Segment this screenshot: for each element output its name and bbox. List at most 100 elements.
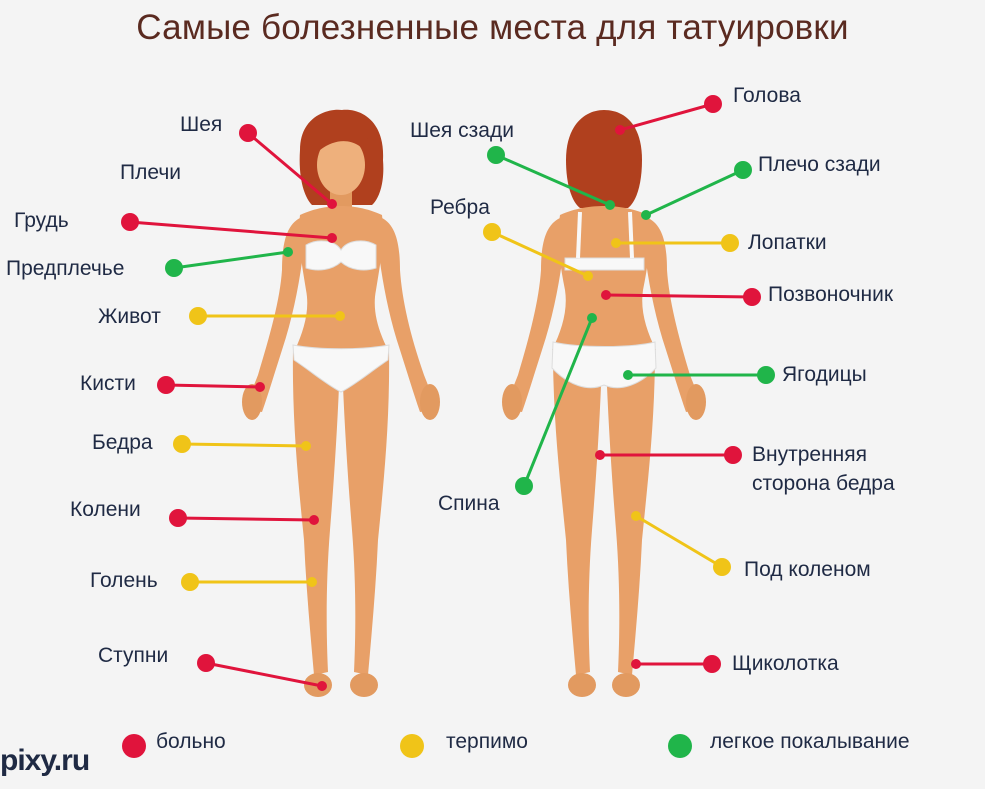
pointer-dot-back-shoulder (734, 161, 752, 179)
label-chest: Грудь (14, 209, 69, 232)
legend-dot-light (668, 734, 692, 758)
pointer-end-feet (317, 681, 327, 691)
back-hand-right (686, 384, 706, 420)
front-face (317, 135, 365, 195)
front-leg-right (342, 350, 390, 675)
pointer-line-thighs (181, 442, 307, 448)
pointer-dot-chest (121, 213, 139, 231)
front-figure (242, 109, 440, 697)
pointer-end-ribs (583, 271, 593, 281)
pointer-dot-forearm (165, 259, 183, 277)
pointer-line-back-shoulder (645, 168, 744, 217)
pointer-line-feet (205, 661, 323, 688)
front-hair-bangs (313, 119, 371, 158)
label-back-neck: Шея сзади (410, 119, 514, 142)
pointer-dot-spine (743, 288, 761, 306)
back-figure (502, 110, 706, 697)
pointer-line-neck (247, 131, 333, 206)
label-knees: Колени (70, 498, 141, 521)
label-forearm: Предплечье (6, 257, 125, 280)
pointer-end-wrists (255, 382, 265, 392)
front-hand-left (242, 384, 262, 420)
back-torso (552, 206, 656, 350)
brand-logo: pixy.ru (0, 744, 90, 777)
pointer-dot-back-neck (487, 146, 505, 164)
pointer-line-knees (177, 516, 315, 522)
pointer-line-spine (605, 293, 753, 299)
label-buttocks: Ягодицы (782, 363, 867, 386)
back-leg-left (553, 350, 602, 675)
back-bra-strap-left (576, 211, 582, 259)
pointer-end-thighs (301, 441, 311, 451)
back-hand-left (502, 384, 522, 420)
pointer-dot-wrists (157, 376, 175, 394)
label-inner-thigh-1: Внутренняя (752, 443, 868, 466)
back-foot-right (612, 673, 640, 697)
pointer-end-head (615, 125, 625, 135)
pointer-dot-feet (197, 654, 215, 672)
pointer-end-belly (335, 311, 345, 321)
pointer-line-ribs (491, 230, 589, 278)
label-shoulders: Плечи (120, 161, 182, 184)
pointer-dot-shin (181, 573, 199, 591)
label-feet: Ступни (98, 644, 169, 667)
label-shoulder-blades: Лопатки (748, 231, 827, 254)
pointer-end-neck (327, 199, 337, 209)
pointer-lines (121, 95, 775, 691)
pointer-dot-ribs (483, 223, 501, 241)
front-bra (305, 240, 377, 271)
pointer-line-back-neck (495, 153, 611, 207)
pointer-dot-back (515, 477, 533, 495)
pointer-dot-buttocks (757, 366, 775, 384)
pointer-line-behind-knee (635, 514, 723, 569)
pointer-end-spine (601, 290, 611, 300)
front-foot-right (350, 673, 378, 697)
pointer-dot-knees (169, 509, 187, 527)
legend-label-tolerable: терпимо (446, 730, 528, 753)
back-bra-strap (564, 257, 645, 271)
label-thighs: Бедра (92, 431, 153, 454)
label-spine: Позвоночник (768, 283, 894, 306)
back-bra-strap-right (628, 211, 634, 259)
pointer-line-back (522, 317, 594, 487)
pointer-end-knees (309, 515, 319, 525)
pointer-dot-neck (239, 124, 257, 142)
back-leg-right (606, 350, 655, 675)
back-arm-left (509, 218, 562, 412)
pointer-end-shoulder-blades (611, 238, 621, 248)
label-back: Спина (438, 492, 500, 515)
pointer-end-ankle (631, 659, 641, 669)
pointer-dot-thighs (173, 435, 191, 453)
pointer-line-head (619, 102, 714, 132)
pointer-dot-belly (189, 307, 207, 325)
pointer-end-shin (307, 577, 317, 587)
legend-label-light: легкое покалывание (710, 730, 910, 753)
pointer-end-inner-thigh (595, 450, 605, 460)
label-behind-knee: Под коленом (744, 558, 871, 581)
pointer-end-back (587, 313, 597, 323)
pointer-dot-inner-thigh (724, 446, 742, 464)
front-arm-right (380, 218, 433, 412)
pointer-end-buttocks (623, 370, 633, 380)
pointer-dot-shoulder-blades (721, 234, 739, 252)
pointer-dot-behind-knee (713, 558, 731, 576)
pointer-end-behind-knee (631, 511, 641, 521)
pointer-dot-head (704, 95, 722, 113)
legend-dot-painful (122, 734, 146, 758)
legend-label-painful: больно (156, 730, 226, 753)
back-arm-right (646, 218, 699, 412)
label-neck: Шея (180, 113, 223, 136)
label-inner-thigh-2: сторона бедра (752, 472, 895, 495)
pointer-line-chest (129, 220, 333, 240)
front-leg-left (292, 350, 340, 675)
page-title: Самые болезненные места для татуировки (136, 8, 849, 47)
back-foot-left (568, 673, 596, 697)
label-head: Голова (733, 84, 801, 107)
pointer-end-back-neck (605, 200, 615, 210)
legend-dot-tolerable (400, 734, 424, 758)
pointer-end-back-shoulder (641, 210, 651, 220)
pointer-line-forearm (173, 250, 289, 270)
label-ankle: Щиколотка (732, 652, 839, 675)
